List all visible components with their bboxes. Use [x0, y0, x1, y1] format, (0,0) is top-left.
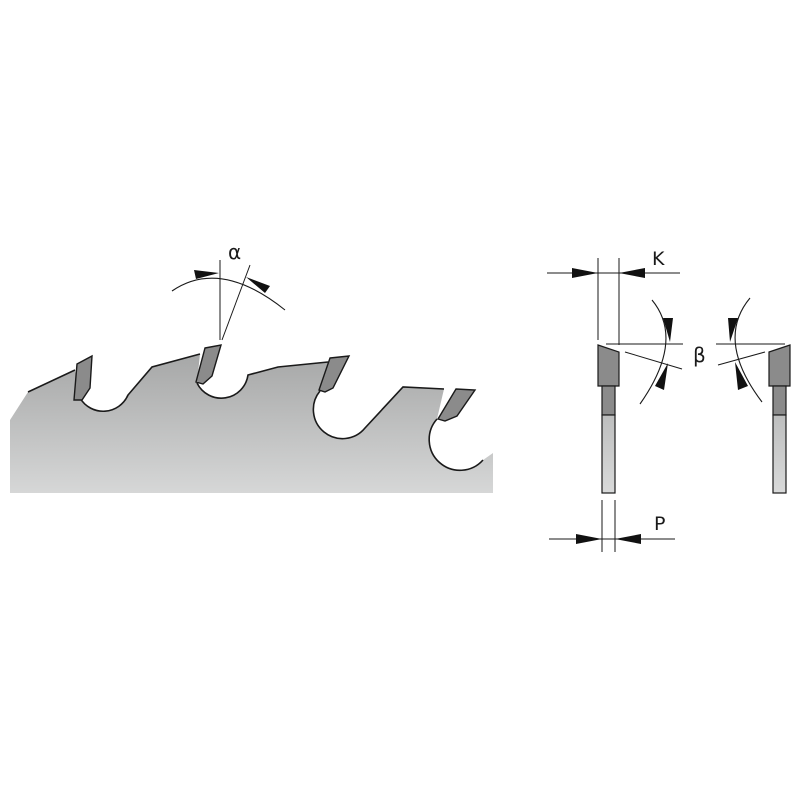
alpha-arrow-right-icon: [246, 277, 270, 293]
alpha-arc: [171, 277, 286, 311]
carbide-tip-4: [436, 388, 477, 422]
alpha-label: α: [228, 240, 242, 264]
beta-angle-left: [606, 299, 683, 405]
beta-left-arrow-top-icon: [663, 318, 673, 342]
right-shoulder: [772, 385, 787, 416]
right-carbide-tip: [768, 344, 791, 387]
beta-left-arrow-bottom-icon: [655, 363, 668, 390]
alpha-arrow-left-icon: [194, 270, 219, 279]
plate-dimension: [549, 500, 675, 552]
carbide-tip-1: [73, 354, 93, 401]
kerf-label: K: [652, 248, 665, 270]
beta-angle-right: [716, 297, 785, 403]
left-carbide-tip: [597, 344, 620, 387]
plate-label: P: [654, 513, 666, 535]
beta-label: β: [693, 343, 706, 367]
beta-right-arrow-bottom-icon: [735, 362, 748, 390]
left-shoulder: [601, 385, 616, 416]
blade-body: [10, 354, 493, 493]
kerf-arrow-right-icon: [619, 268, 645, 278]
left-plate: [601, 414, 616, 494]
carbide-tip-3: [318, 355, 351, 393]
blade-side-profile: [10, 344, 493, 493]
cross-section-left: [597, 344, 620, 494]
plate-arrow-left-icon: [576, 534, 602, 544]
right-plate: [772, 414, 787, 494]
kerf-arrow-left-icon: [572, 268, 598, 278]
carbide-tip-2: [195, 344, 222, 385]
kerf-dimension: [547, 258, 680, 345]
blade-outline: [27, 353, 484, 472]
alpha-angle-annotation: [171, 260, 286, 341]
beta-right-arrow-top-icon: [728, 318, 738, 342]
cross-section-right: [768, 344, 791, 494]
plate-arrow-right-icon: [615, 534, 641, 544]
alpha-rake-line: [221, 264, 251, 341]
